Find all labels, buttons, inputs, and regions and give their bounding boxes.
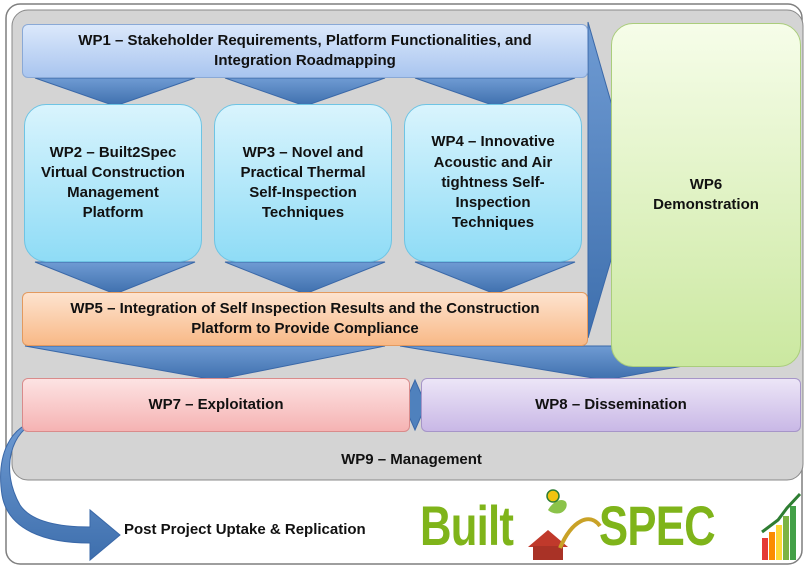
wp4-to-wp5-arrow — [414, 261, 576, 295]
wp1-to-wp2-arrow — [34, 77, 196, 107]
wp9-label: WP9 – Management — [341, 450, 482, 468]
uptake-curved-arrow — [0, 419, 121, 562]
wp2-to-wp5-arrow — [34, 261, 196, 295]
logo-spec-text: SPEC — [599, 493, 716, 557]
post-project-label: Post Project Uptake & Replication — [124, 520, 366, 538]
wp4-box: WP4 – Innovative Acoustic and Air tightn… — [404, 104, 582, 262]
wp8-label: WP8 – Dissemination — [535, 395, 687, 413]
wp4-label: WP4 – Innovative Acoustic and Air tightn… — [431, 133, 555, 232]
post-project-label-box: Post Project Uptake & Replication — [124, 515, 394, 545]
logo-built-text: Built — [420, 493, 514, 557]
wp5-label: WP5 – Integration of Self Inspection Res… — [70, 299, 540, 337]
wp2-label: WP2 – Built2Spec Virtual Construction Ma… — [41, 143, 185, 222]
wp3-to-wp5-arrow — [224, 261, 386, 295]
house-leaf-icon — [528, 489, 602, 560]
wp5-to-wp7-arrow — [24, 345, 386, 381]
success-bars-icon — [761, 492, 802, 560]
wp1-to-wp3-arrow — [224, 77, 386, 107]
wp3-box: WP3 – Novel and Practical Thermal Self-I… — [214, 104, 392, 262]
wp5-box: WP5 – Integration of Self Inspection Res… — [22, 292, 588, 346]
wp3-label: WP3 – Novel and Practical Thermal Self-I… — [240, 143, 366, 222]
wp6-label: WP6 Demonstration — [653, 175, 759, 213]
wp9-label-box: WP9 – Management — [22, 446, 801, 474]
wp1-to-wp4-arrow — [414, 77, 576, 107]
wp8-box: WP8 – Dissemination — [421, 378, 801, 432]
wp7-label: WP7 – Exploitation — [148, 395, 284, 413]
wp1-label: WP1 – Stakeholder Requirements, Platform… — [78, 31, 532, 69]
built2spec-logo: Built SPEC — [420, 485, 748, 565]
wp2-box: WP2 – Built2Spec Virtual Construction Ma… — [24, 104, 202, 262]
wp7-box: WP7 – Exploitation — [22, 378, 410, 432]
wp6-box: WP6 Demonstration — [611, 23, 801, 367]
wp1-box: WP1 – Stakeholder Requirements, Platform… — [22, 24, 588, 78]
